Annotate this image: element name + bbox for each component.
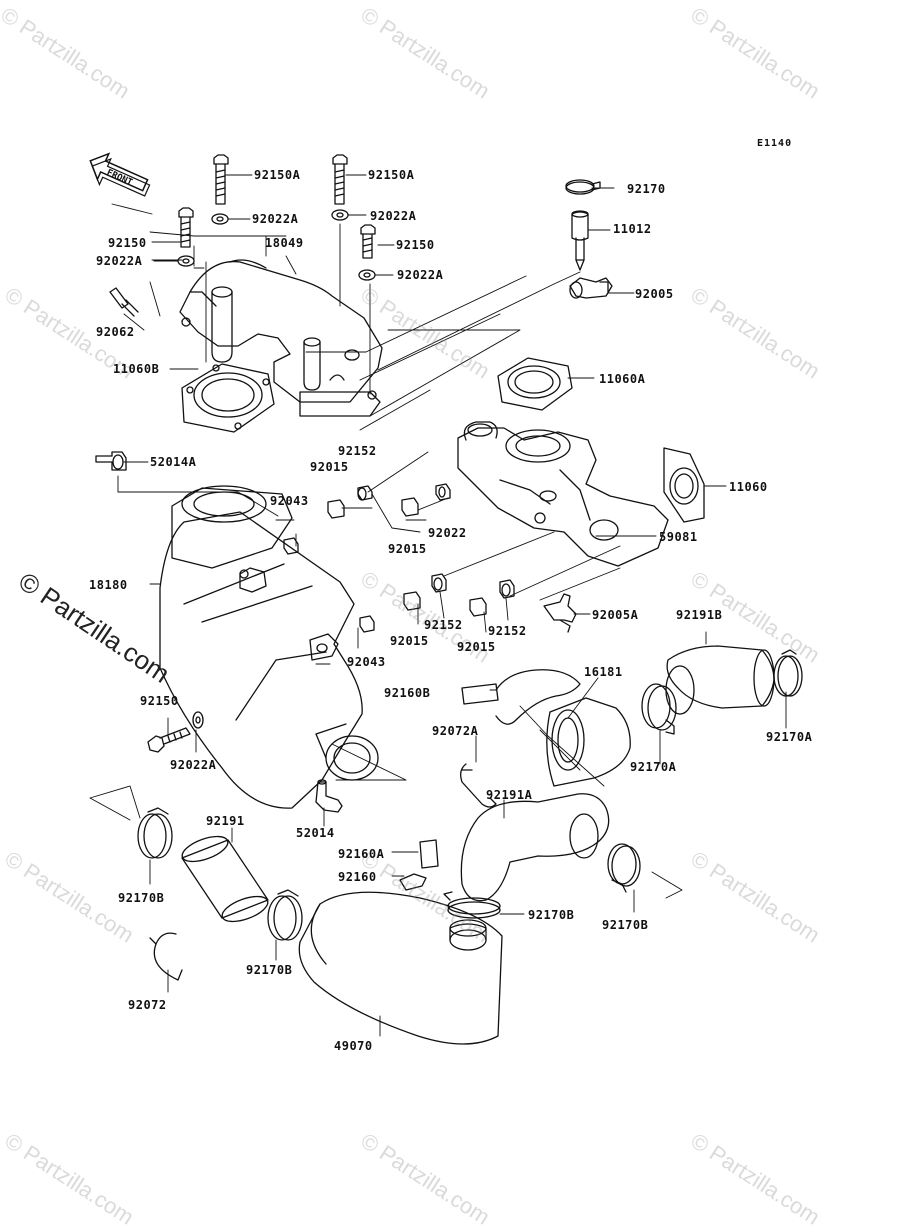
fitting-11012 [571, 210, 589, 271]
bolt-92150-c [147, 727, 191, 753]
part-label: 92170A [766, 730, 813, 744]
collar-92152-c [499, 579, 515, 599]
clamp-92170 [565, 179, 601, 195]
part-label: 11012 [613, 222, 652, 236]
gasket-11060 [663, 447, 705, 523]
elbow-52014 [315, 779, 343, 813]
bracket-92160 [399, 873, 427, 891]
part-label: 52014 [296, 826, 335, 840]
bolt-92150-right [360, 224, 376, 259]
bolt-92150A-left [213, 154, 229, 205]
collar-92152-a [357, 485, 373, 501]
part-label: 11060A [599, 372, 646, 386]
hose-bend-16181 [495, 669, 581, 725]
fitting-52014A [95, 451, 127, 471]
part-label: 92152 [488, 624, 527, 638]
part-label: 92152 [424, 618, 463, 632]
part-label: 92015 [390, 634, 429, 648]
part-label: 92160 [338, 870, 377, 884]
clamp-92170B-c [607, 843, 641, 893]
gasket-11060B [181, 363, 275, 433]
part-label: 92170B [118, 891, 165, 905]
part-label: 92191A [486, 788, 533, 802]
part-label: 92005 [635, 287, 674, 301]
collar-92043-b [359, 615, 375, 633]
part-label: 59081 [659, 530, 698, 544]
part-label: 92170B [528, 908, 575, 922]
manifold-59081 [457, 421, 669, 567]
part-label: 92150 [108, 236, 147, 250]
exhaust-parts-diagram: FRONT [89, 152, 803, 1045]
pipe-16181 [546, 697, 631, 787]
elbow-92005 [569, 277, 613, 299]
collar-92152-b [431, 573, 447, 593]
part-label: 92170B [602, 918, 649, 932]
part-label: 92160B [384, 686, 431, 700]
part-label: 92072A [432, 724, 479, 738]
part-label: 92150A [254, 168, 301, 182]
part-label: 52014A [150, 455, 197, 469]
part-label: 92022A [397, 268, 444, 282]
clamp-92170A-b [641, 683, 677, 735]
part-label: 92150 [140, 694, 179, 708]
part-label: 18049 [265, 236, 304, 250]
part-label: 92022 [428, 526, 467, 540]
washer-92022 [435, 483, 451, 501]
part-label: 92072 [128, 998, 167, 1012]
part-label: 11060 [729, 480, 768, 494]
part-label: 92005A [592, 608, 639, 622]
hose-92191B [665, 645, 775, 715]
bracket-92160A [419, 839, 439, 869]
part-label: 92022A [370, 209, 417, 223]
diagram-code: E1140 [757, 138, 793, 149]
part-label: 92022A [96, 254, 143, 268]
part-label: 92043 [347, 655, 386, 669]
part-label: 92170 [627, 182, 666, 196]
part-label: 11060B [113, 362, 160, 376]
bolt-92150A-right [332, 154, 348, 205]
washer-92022A-e [192, 711, 204, 729]
part-label: 92152 [338, 444, 377, 458]
bolt-92150-left [178, 207, 194, 248]
part-label: 92043 [270, 494, 309, 508]
part-label: 92150 [396, 238, 435, 252]
nut-92015-b [401, 497, 419, 517]
nut-92015-d [469, 597, 487, 617]
part-label: 16181 [584, 665, 623, 679]
hose-92191 [181, 835, 269, 923]
part-label: 49070 [334, 1039, 373, 1053]
bracket-92160B [461, 683, 499, 705]
front-direction-arrow: FRONT [89, 152, 151, 197]
part-label: 92062 [96, 325, 135, 339]
hose-92191A [460, 793, 610, 902]
part-label: 92191 [206, 814, 245, 828]
clamp-92170B-a [137, 807, 173, 859]
nut-92015-a [327, 499, 345, 519]
clip-92072A [460, 763, 497, 808]
part-label: 92022A [252, 212, 299, 226]
expansion-chamber-18180 [159, 485, 379, 809]
part-label: 92015 [388, 542, 427, 556]
part-label: 18180 [89, 578, 128, 592]
part-label: 92015 [310, 460, 349, 474]
gasket-11060A [497, 357, 573, 411]
part-label: 92150A [368, 168, 415, 182]
fitting-92005A [543, 593, 577, 633]
muffler-49070 [298, 891, 503, 1045]
part-label: 92170A [630, 760, 677, 774]
clamp-92170B-d [267, 889, 303, 941]
part-label: 92160A [338, 847, 385, 861]
part-label: 92015 [457, 640, 496, 654]
part-label: 92191B [676, 608, 723, 622]
part-label: 92170B [246, 963, 293, 977]
nut-92015-c [403, 591, 421, 611]
fitting-92062 [109, 287, 139, 317]
part-label: 92022A [170, 758, 217, 772]
manifold-18049 [179, 259, 383, 417]
clip-92072 [149, 932, 183, 981]
leader-lines [89, 174, 787, 1037]
